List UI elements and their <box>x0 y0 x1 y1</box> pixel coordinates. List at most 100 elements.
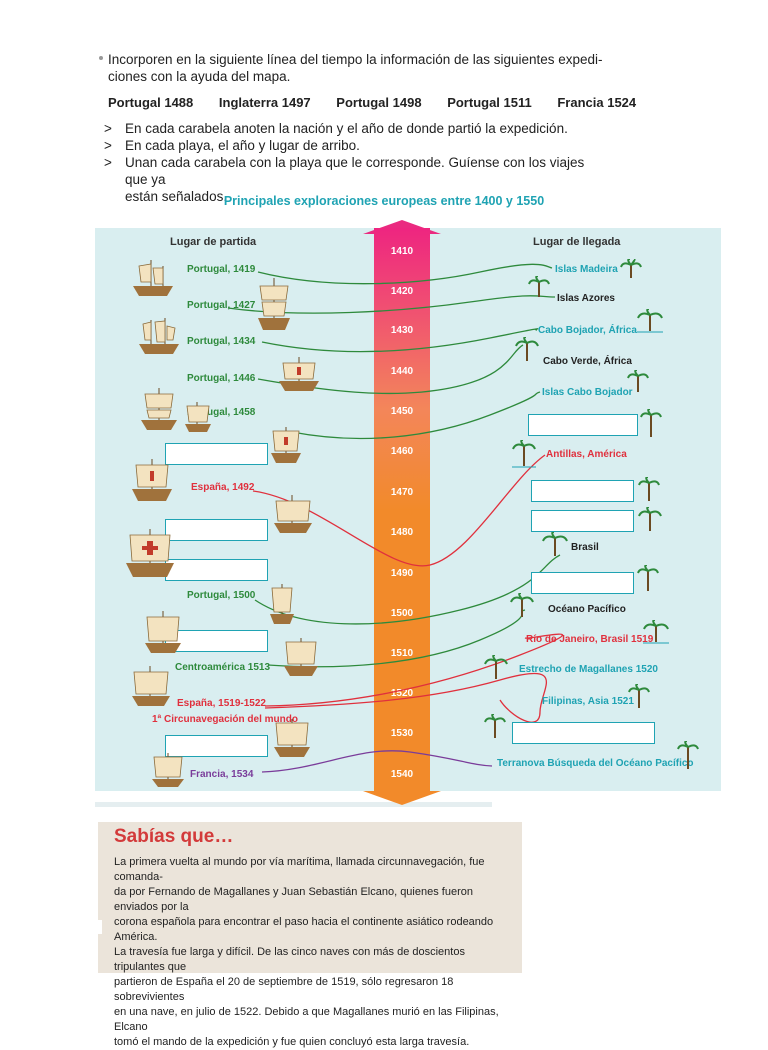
caravel-icon <box>132 666 170 706</box>
arrival-label: Islas Cabo Bojador <box>542 387 633 398</box>
year-label: 1420 <box>390 286 414 297</box>
caravel-icon <box>152 753 184 787</box>
departure-label: Portugal, 1446 <box>187 373 256 384</box>
arrival-label: Terranova Búsqueda del Océano Pacífico <box>497 758 694 769</box>
arrow-icon: > <box>104 138 112 153</box>
body-line: en una nave, en julio de 1522. Debido a … <box>114 1006 499 1033</box>
year-label: 1480 <box>390 527 414 538</box>
body-line: tomó el mando de la expedición y fue qui… <box>114 1036 470 1048</box>
year-label: 1510 <box>390 648 414 659</box>
bullet-icon <box>99 56 103 60</box>
arrival-label: Estrecho de Magallanes 1520 <box>519 664 658 675</box>
palm-tree-icon <box>627 370 649 392</box>
caravel-icon <box>258 278 290 330</box>
palm-tree-icon <box>510 593 534 617</box>
palm-tree-icon <box>515 337 539 361</box>
departure-label: Portugal, 1434 <box>187 336 256 347</box>
palm-tree-icon <box>620 259 642 278</box>
expedition-item: Portugal 1488 <box>108 95 194 110</box>
palm-tree-icon <box>643 620 669 644</box>
arrival-label: Cabo Verde, África <box>543 356 632 367</box>
departure-header: Lugar de partida <box>170 236 257 248</box>
answer-box-departure[interactable] <box>165 630 268 652</box>
intro-line-2: ciones con la ayuda del mapa. <box>108 69 291 84</box>
year-label: 1460 <box>390 446 414 457</box>
divider <box>95 802 492 807</box>
step-list: >En cada carabela anoten la nación y el … <box>104 120 604 205</box>
departure-label: España, 1492 <box>191 482 255 493</box>
caravel-icon <box>279 357 319 391</box>
answer-box-departure[interactable] <box>165 559 268 581</box>
step-item: están señalados. <box>104 188 604 205</box>
body-line: La primera vuelta al mundo por vía marít… <box>114 856 485 883</box>
step-item: > En cada playa, el año y lugar de arribo… <box>104 137 604 154</box>
departure-label: Portugal, 1500 <box>187 590 256 601</box>
caravel-icon <box>133 260 173 296</box>
route-line <box>254 554 561 625</box>
intro-line-1: Incorporen en la siguiente línea del tie… <box>108 52 603 67</box>
answer-box-arrival[interactable] <box>528 414 638 436</box>
year-label: 1430 <box>390 325 414 336</box>
year-label: 1490 <box>390 568 414 579</box>
route-line <box>261 750 493 773</box>
map-title: Principales exploraciones europeas entre… <box>223 194 545 208</box>
body-line: da por Fernando de Magallanes y Juan Seb… <box>114 886 473 913</box>
arrival-label: Cabo Bojador, África <box>538 325 637 336</box>
answer-box-arrival[interactable] <box>531 480 634 502</box>
step-text: En cada playa, el año y lugar de arribo. <box>125 138 360 153</box>
year-label: 1530 <box>390 728 414 739</box>
answer-box-arrival[interactable] <box>531 572 634 594</box>
arrival-label: Antillas, América <box>546 449 627 460</box>
route-line <box>252 454 546 567</box>
timeline-bottom-arrow-icon <box>363 791 441 805</box>
answer-box-departure[interactable] <box>165 443 268 465</box>
departure-label: Centroamérica 1513 <box>175 662 271 673</box>
route-line <box>261 328 539 353</box>
departure-label: España, 1519-1522 <box>177 698 266 709</box>
departure-label: Portugal, 1419 <box>187 264 256 275</box>
year-label: 1410 <box>390 246 414 257</box>
caravel-icon <box>141 388 177 430</box>
instructions-intro: Incorporen en la siguiente línea del tie… <box>108 51 608 85</box>
caravel-icon <box>270 584 294 624</box>
caravel-icon <box>271 427 301 463</box>
year-label: 1470 <box>390 487 414 498</box>
answer-box-departure[interactable] <box>165 735 268 757</box>
caravel-icon <box>139 318 179 354</box>
year-label: 1540 <box>390 769 414 780</box>
route-line <box>291 391 541 440</box>
year-label: 1450 <box>390 406 414 417</box>
year-label: 1520 <box>390 688 414 699</box>
arrival-label: Río de Janeiro, Brasil 1519 <box>526 634 654 645</box>
route-line <box>227 295 556 314</box>
palm-tree-icon <box>640 409 662 437</box>
arrival-label: Filipinas, Asia 1521 <box>542 696 634 707</box>
caravel-icon <box>274 495 312 533</box>
palm-tree-icon <box>638 477 660 501</box>
palm-tree-icon <box>637 309 663 333</box>
answer-box-arrival[interactable] <box>531 510 634 532</box>
expedition-item: Portugal 1511 <box>447 95 532 110</box>
departure-label: 1ª Circunavegación del mundo <box>152 714 298 725</box>
caravel-icon <box>145 611 181 653</box>
year-label: 1500 <box>390 608 414 619</box>
body-line: partieron de España el 20 de septiembre … <box>114 976 454 1003</box>
expedition-item: Francia 1524 <box>557 95 637 110</box>
answer-box-arrival[interactable] <box>512 722 655 744</box>
palm-tree-icon <box>542 532 568 556</box>
caravel-icon <box>284 638 318 676</box>
palm-tree-icon <box>628 684 650 708</box>
palm-tree-icon <box>528 276 550 297</box>
answer-box-departure[interactable] <box>165 519 268 541</box>
box-notch <box>98 920 102 934</box>
palm-tree-icon <box>484 655 508 679</box>
body-line: La travesía fue larga y difícil. De las … <box>114 946 465 973</box>
palm-tree-icon <box>484 714 506 738</box>
caravel-icon <box>274 719 310 757</box>
step-item: >Unan cada carabela con la playa que le … <box>104 154 604 188</box>
expedition-item: Portugal 1498 <box>336 95 422 110</box>
route-line <box>257 263 553 285</box>
arrival-label: Islas Azores <box>557 293 615 304</box>
sabias-que-title: Sabías que… <box>114 826 234 847</box>
arrival-header: Lugar de llegada <box>533 236 621 248</box>
